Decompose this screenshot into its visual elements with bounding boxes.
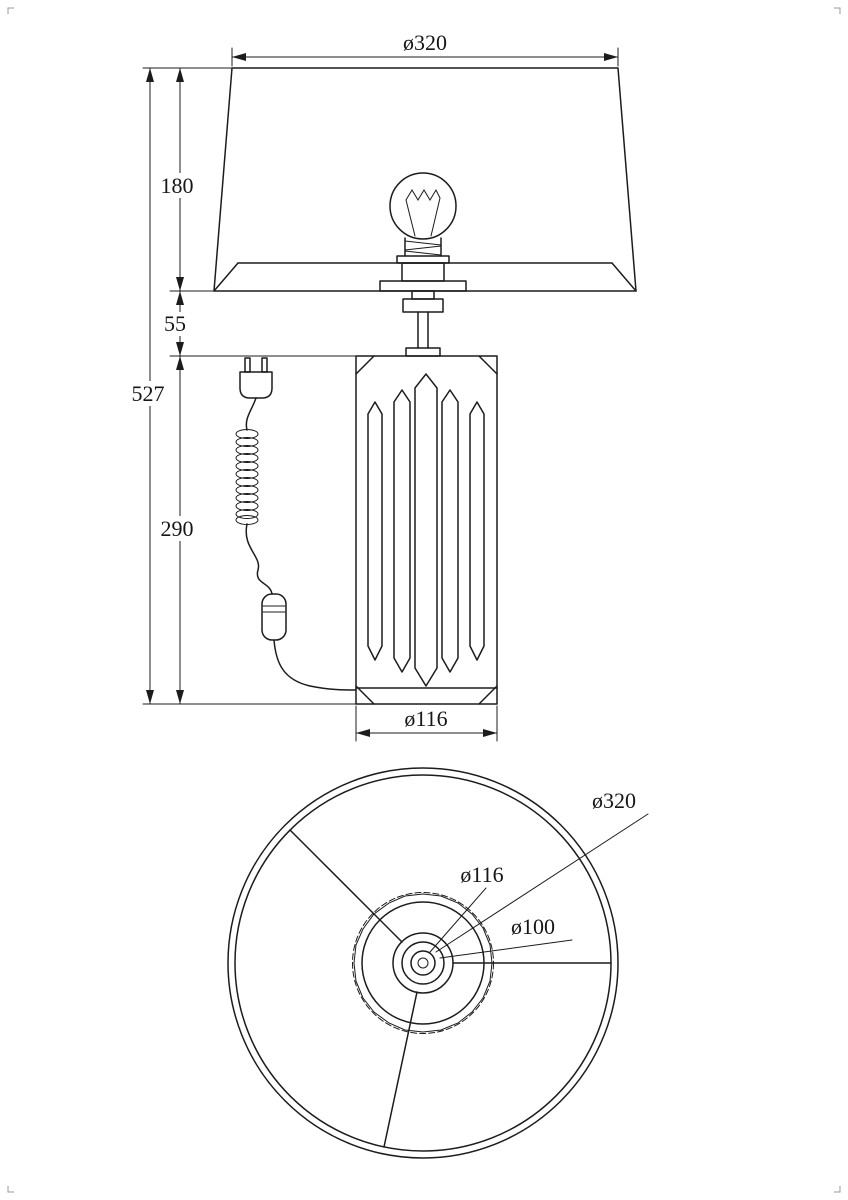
base-column <box>355 355 498 705</box>
cord-middle <box>245 523 273 595</box>
cord-lower <box>273 639 357 691</box>
dim-neck-height-label: 55 <box>164 311 186 336</box>
top-hub-diameter-label: ø100 <box>511 914 555 939</box>
dim-base-height: 290 <box>156 355 198 705</box>
top-view: ø320 ø116 ø100 <box>227 767 649 1159</box>
power-cord <box>235 357 357 691</box>
cord-coil <box>235 429 259 525</box>
stem <box>405 311 441 357</box>
leader-hub-diameter: ø100 <box>439 914 573 959</box>
dim-base-height-label: 290 <box>161 516 194 541</box>
dim-total-height-label: 527 <box>132 381 165 406</box>
plug <box>239 357 273 399</box>
light-bulb <box>389 172 457 257</box>
dim-base-diameter: ø116 <box>355 705 498 742</box>
leader-shade-diameter: ø320 <box>435 788 649 953</box>
lampshade <box>213 67 637 292</box>
top-shade-diameter-label: ø320 <box>592 788 636 813</box>
extension-lines <box>142 67 357 705</box>
front-view: ø320 180 55 <box>127 30 637 742</box>
inline-switch <box>261 593 287 641</box>
socket-assembly <box>379 255 467 313</box>
dim-shade-height: 180 <box>156 67 198 292</box>
dim-shade-diameter: ø320 <box>231 30 619 67</box>
dim-total-height: 527 <box>127 67 171 705</box>
crop-marks <box>7 7 841 1193</box>
cord-upper <box>245 397 257 431</box>
shade-spokes <box>289 829 612 1148</box>
dim-neck-height: 55 <box>160 290 192 357</box>
dim-shade-height-label: 180 <box>161 173 194 198</box>
leader-base-diameter: ø116 <box>429 862 504 953</box>
dim-base-diameter-label: ø116 <box>404 706 447 731</box>
top-base-diameter-label: ø116 <box>460 862 503 887</box>
dim-shade-diameter-label: ø320 <box>403 30 447 55</box>
